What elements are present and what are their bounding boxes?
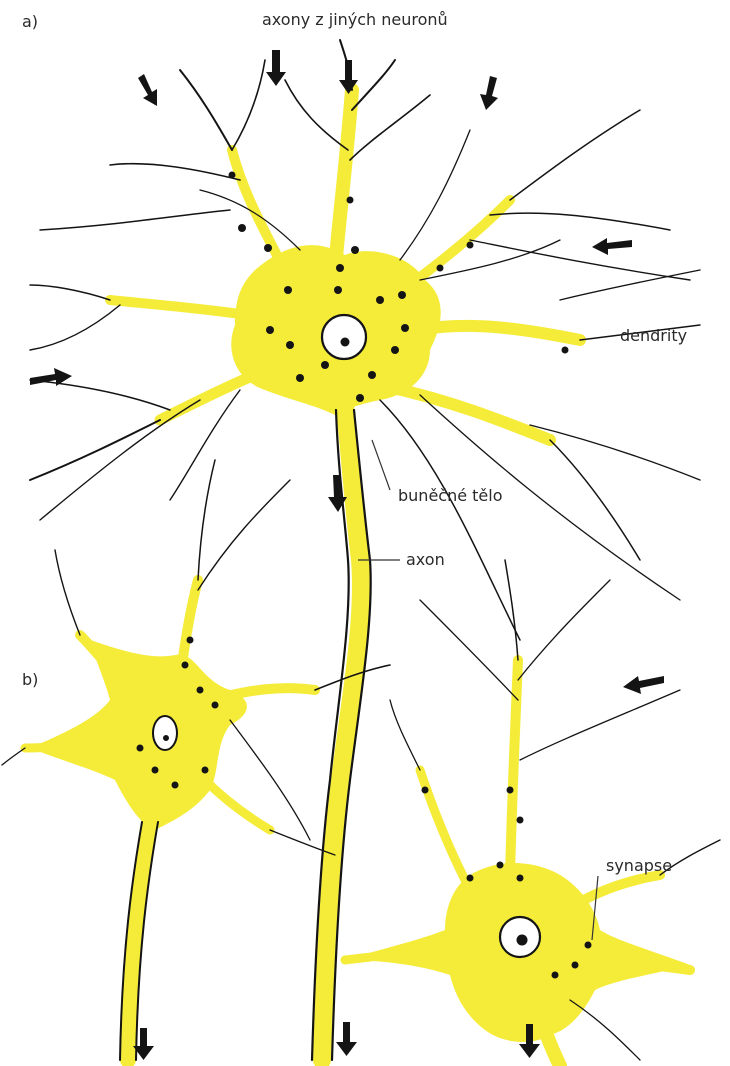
label-axon: axon: [406, 552, 445, 568]
label-cell-body: buněčné tělo: [398, 488, 503, 504]
panel-a-label: a): [22, 14, 38, 30]
label-synapse: synapse: [606, 858, 672, 874]
arrow-down-icon: [336, 1022, 357, 1056]
neuron-c: [345, 560, 720, 1066]
arrow-down-icon: [266, 50, 286, 86]
neuron-b-nucleolus: [163, 735, 169, 741]
neuron-b-axon: [128, 820, 150, 1060]
label-dendrites: dendrity: [620, 328, 687, 344]
neuron-c-nucleolus: [517, 935, 528, 946]
arrow-down-icon: [480, 76, 498, 110]
panel-b-label: b): [22, 672, 38, 688]
arrow-down-icon: [138, 74, 157, 106]
arrow-right-icon: [30, 368, 72, 386]
neuron-b-nucleus: [153, 716, 177, 750]
figure-title: axony z jiných neuronů: [262, 12, 448, 28]
neuron-c-axon: [545, 1030, 560, 1066]
neuron-a-nucleus: [322, 315, 366, 359]
neuron-a-nucleolus: [341, 338, 350, 347]
arrow-left-icon: [592, 238, 632, 255]
neuron-b-cell-body: [30, 640, 247, 830]
arrow-left-icon: [623, 676, 664, 694]
